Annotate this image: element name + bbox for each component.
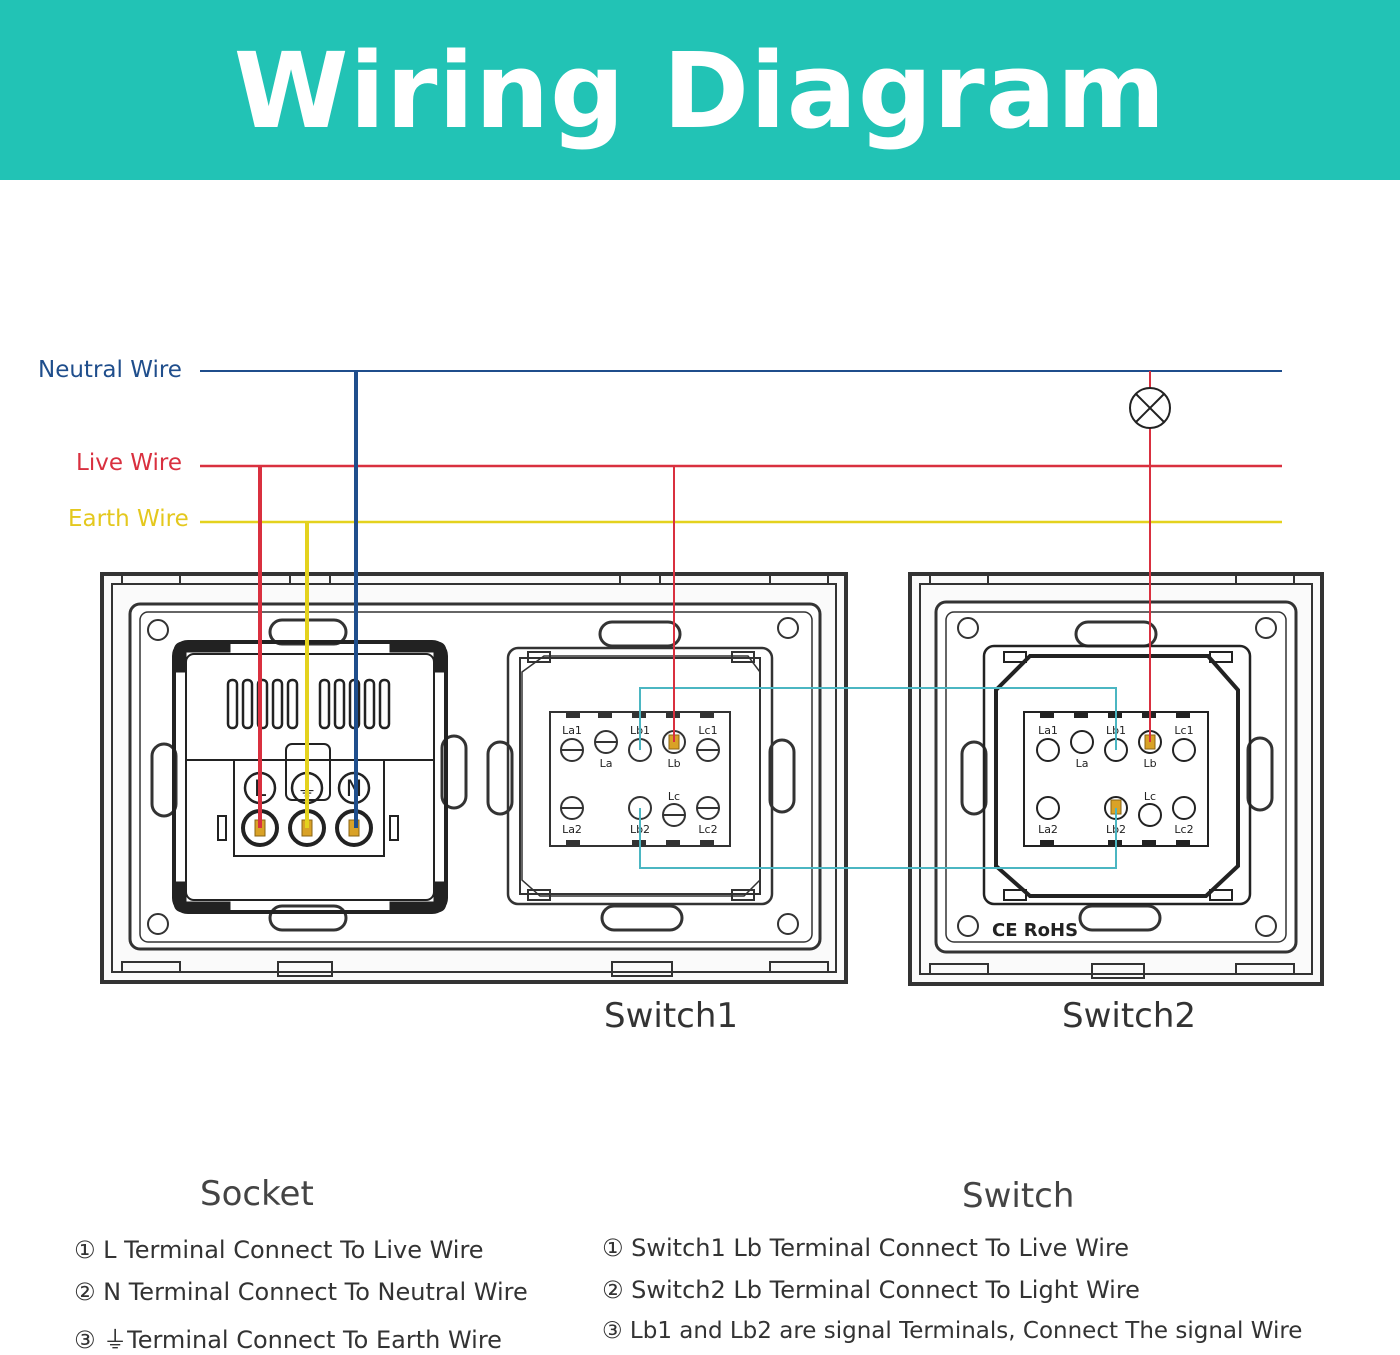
socket-section-title: Socket	[200, 1174, 314, 1214]
switch2-frame	[908, 572, 1324, 986]
s2-label-lb: Lb	[1143, 757, 1156, 770]
signal-wire-lb1	[639, 687, 1117, 750]
s1-label-lc2: Lc2	[698, 823, 717, 836]
s2-label-la1: La1	[1038, 724, 1058, 737]
switch1-caption: Switch1	[604, 996, 739, 1036]
title-banner: Wiring Diagram	[0, 0, 1400, 180]
s1-label-la1: La1	[562, 724, 582, 737]
s1-label-lb: Lb	[667, 757, 680, 770]
socket-note-2: ② N Terminal Connect To Neutral Wire	[74, 1278, 528, 1306]
s2-label-lc2: Lc2	[1174, 823, 1193, 836]
earth-wire-label: Earth Wire	[68, 506, 189, 532]
s1-label-la: La	[600, 757, 613, 770]
socket-note-1: ① L Terminal Connect To Live Wire	[74, 1236, 484, 1264]
s1-label-lc1: Lc1	[698, 724, 717, 737]
lamp-icon	[1129, 387, 1171, 429]
s1-label-la2: La2	[562, 823, 582, 836]
certification-mark: CE RoHS	[992, 920, 1078, 941]
live-wire-label: Live Wire	[76, 450, 183, 476]
socket-note-3: ③ ⏚Terminal Connect To Earth Wire	[74, 1326, 502, 1354]
signal-wire-lb2	[639, 808, 1117, 869]
s2-label-lc1: Lc1	[1174, 724, 1193, 737]
switch-note-3: ③ Lb1 and Lb2 are signal Terminals, Conn…	[602, 1318, 1303, 1344]
switch-note-1: ① Switch1 Lb Terminal Connect To Live Wi…	[602, 1234, 1130, 1262]
switch-note-2: ② Switch2 Lb Terminal Connect To Light W…	[602, 1276, 1140, 1304]
s2-label-la2: La2	[1038, 823, 1058, 836]
s2-label-lc: Lc	[1144, 790, 1156, 803]
s2-label-la: La	[1076, 757, 1089, 770]
neutral-wire-label: Neutral Wire	[38, 357, 182, 383]
s1-label-lc: Lc	[668, 790, 680, 803]
switch2-caption: Switch2	[1062, 996, 1197, 1036]
page-title: Wiring Diagram	[233, 30, 1167, 152]
wires	[200, 370, 1282, 869]
switch-section-title: Switch	[962, 1176, 1075, 1216]
